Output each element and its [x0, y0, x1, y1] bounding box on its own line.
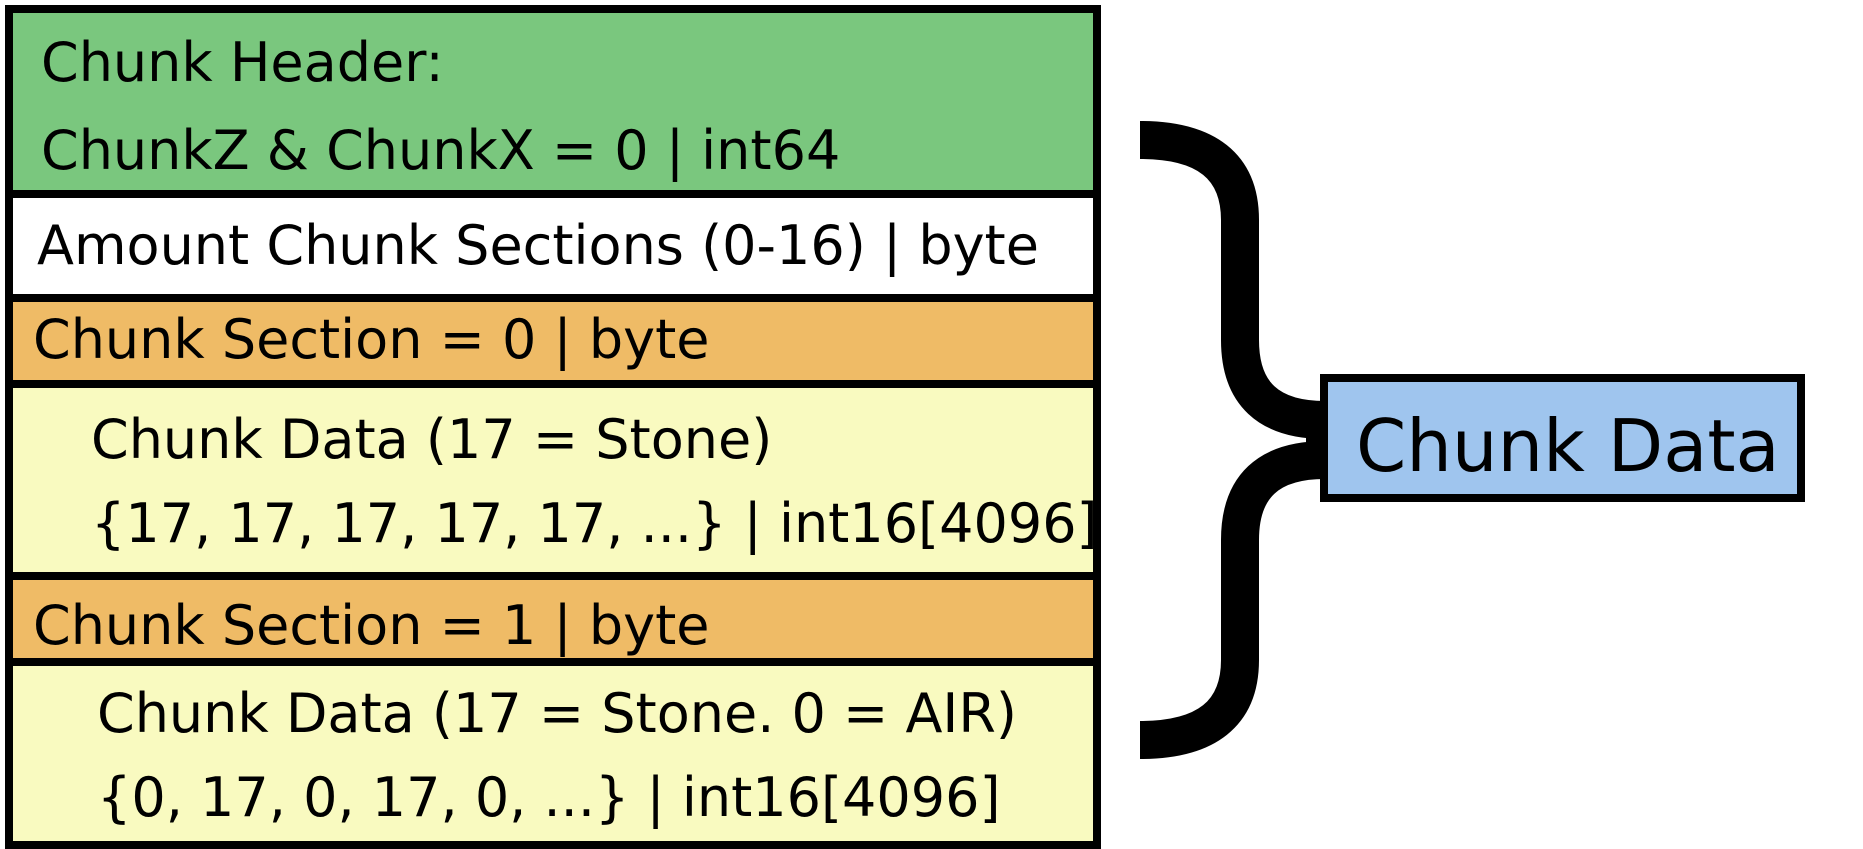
chunk-header-block: Chunk Header: ChunkZ & ChunkX = 0 | int6… — [13, 13, 1093, 190]
chunk-section-1-data-values: {0, 17, 0, 17, 0, ...} | int16[4096] — [97, 766, 1001, 829]
right-curly-brace-icon — [1139, 121, 1330, 759]
chunk-data-group-label-text: Chunk Data — [1356, 404, 1780, 488]
chunk-section-0-data-title: Chunk Data (17 = Stone) — [91, 408, 773, 471]
chunk-section-0-label: Chunk Section = 0 | byte — [33, 308, 710, 371]
chunk-section-1-label: Chunk Section = 1 | byte — [33, 594, 710, 657]
chunk-section-0-data-values: {17, 17, 17, 17, 17, ...} | int16[4096] — [91, 492, 1093, 555]
chunk-data-group-label: Chunk Data — [1320, 374, 1805, 502]
chunk-section-0-header: Chunk Section = 0 | byte — [13, 302, 1093, 380]
chunk-structure-stack: Chunk Header: ChunkZ & ChunkX = 0 | int6… — [5, 5, 1101, 849]
amount-sections-block: Amount Chunk Sections (0-16) | byte — [13, 198, 1093, 294]
chunk-section-0-data: Chunk Data (17 = Stone) {17, 17, 17, 17,… — [13, 388, 1093, 572]
amount-sections-label: Amount Chunk Sections (0-16) | byte — [37, 214, 1039, 277]
chunk-section-1-header: Chunk Section = 1 | byte — [13, 580, 1093, 658]
chunk-section-1-data-title: Chunk Data (17 = Stone. 0 = AIR) — [97, 682, 1017, 745]
chunk-header-detail: ChunkZ & ChunkX = 0 | int64 — [41, 119, 841, 182]
chunk-section-1-data: Chunk Data (17 = Stone. 0 = AIR) {0, 17,… — [13, 666, 1093, 841]
chunk-header-title: Chunk Header: — [41, 31, 444, 94]
